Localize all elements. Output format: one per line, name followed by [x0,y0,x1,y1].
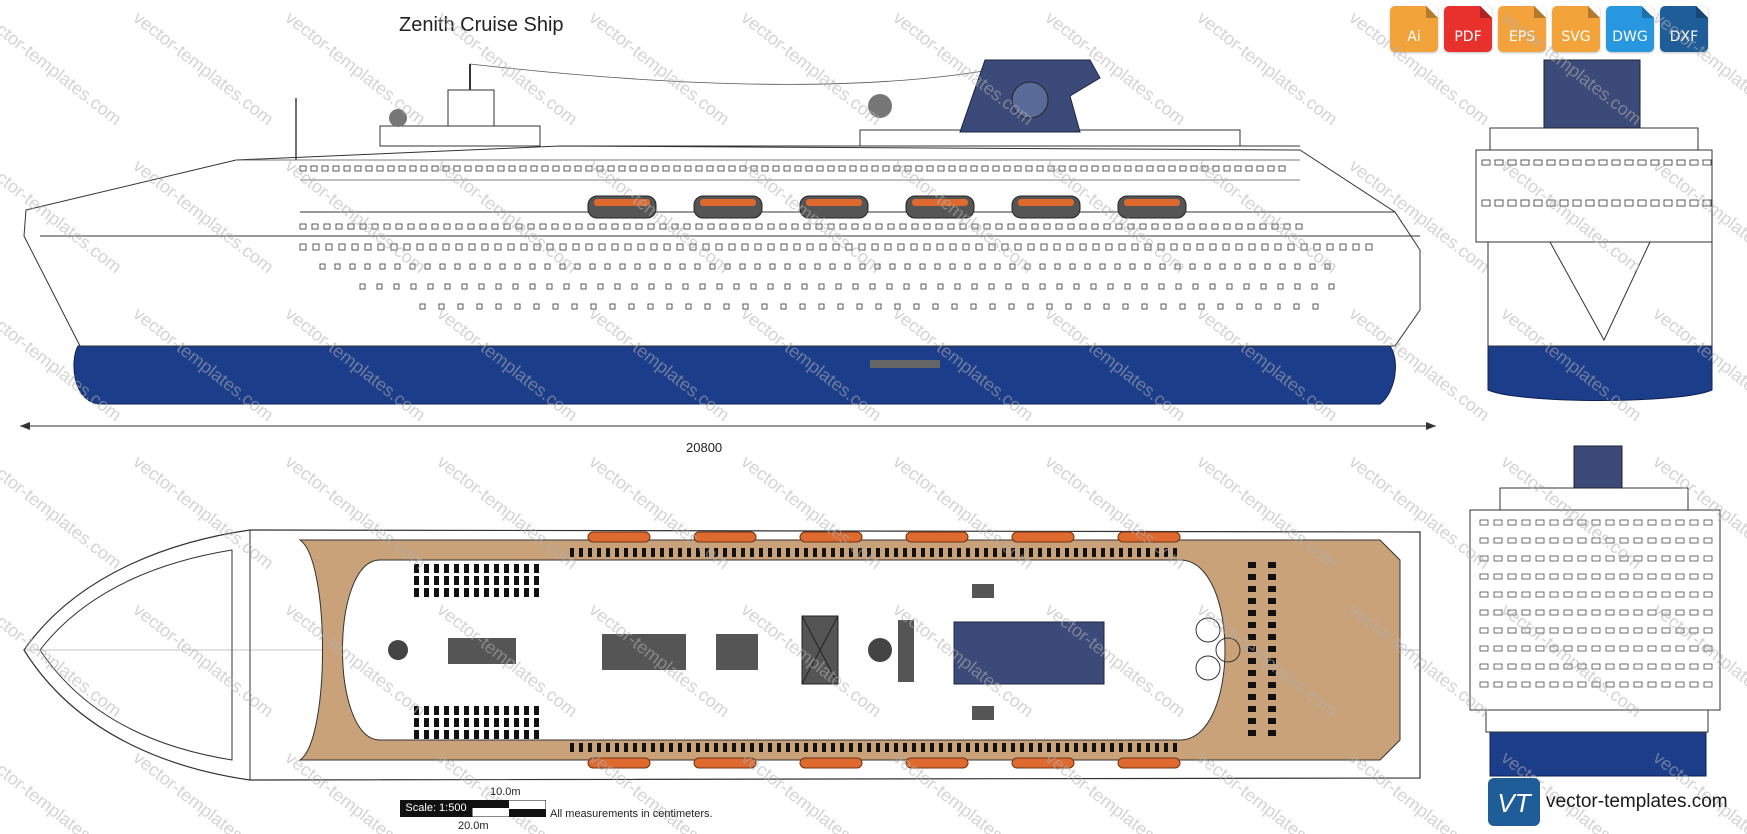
watermark-text: vector-templates.com [282,7,430,129]
watermark-text: vector-templates.com [1346,7,1494,129]
brand-text: vector-templates.com [1546,791,1728,812]
watermark-text: vector-templates.com [1194,7,1342,129]
length-dimension-label: 20800 [686,440,723,455]
watermark-text: vector-templates.com [738,7,886,129]
watermark-text: vector-templates.com [586,7,734,129]
format-buttons: Ai PDF EPS SVG DWG DXF [1390,6,1708,52]
rear-view [1469,445,1721,777]
scale-bar: Scale: 1:500 [400,800,546,817]
brand-logo-icon: VT [1488,778,1540,826]
watermark-text: vector-templates.com [0,7,125,129]
side-lifeboats [587,195,1187,219]
brand[interactable]: VT vector-templates.com [1488,778,1728,826]
brand-logo-letters: VT [1497,788,1532,818]
measurement-note: All measurements in centimeters. [550,808,713,820]
page-title: Zenith Cruise Ship [399,14,564,36]
side-hull [73,345,1396,405]
top-lifeboats [587,531,1181,769]
watermark-text: vector-templates.com [130,7,278,129]
top-deck-chairs [414,548,1276,752]
scale-ten-label: 10.0m [490,786,521,798]
watermark-text: vector-templates.com [0,451,125,573]
hull-hatch [870,360,940,368]
front-windows [1481,159,1712,207]
rear-windows [1479,519,1713,688]
scale-ruler [471,800,546,817]
top-funnel [953,621,1105,685]
side-view [20,59,1436,430]
svg-format-button[interactable]: SVG [1552,6,1600,52]
ai-format-button[interactable]: Ai [1390,6,1438,52]
dxf-format-button[interactable]: DXF [1660,6,1708,52]
scale-twenty-label: 20.0m [458,820,489,832]
watermark-text: vector-templates.com [0,747,125,834]
front-view [1475,59,1713,401]
scale-label: Scale: 1:500 [400,800,472,817]
pdf-format-button[interactable]: PDF [1444,6,1492,52]
front-hull [1487,345,1713,401]
watermark-text: vector-templates.com [1650,7,1747,129]
top-view [23,529,1421,781]
side-windows [299,165,1373,310]
eps-format-button[interactable]: EPS [1498,6,1546,52]
dwg-format-button[interactable]: DWG [1606,6,1654,52]
